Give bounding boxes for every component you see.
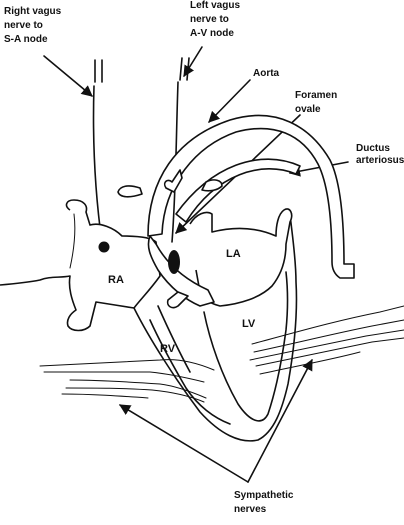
av-node <box>168 250 180 274</box>
sa-node <box>98 241 110 253</box>
right-atrium-outline <box>0 199 161 332</box>
left-vagus-nerve-top <box>179 57 190 81</box>
left-ventricle-wall <box>203 271 289 422</box>
ventricles-outline <box>133 213 298 442</box>
great-vessels <box>117 114 355 309</box>
heart <box>0 199 298 442</box>
label-aorta: Aorta <box>253 68 280 79</box>
vagus-nerves <box>92 57 190 244</box>
chamber-lv: LV <box>242 318 256 330</box>
right-vagus-nerve-top <box>94 59 103 83</box>
arrow-sympathetic-left <box>119 404 249 483</box>
sympathetic-fibers-right <box>249 305 404 375</box>
branch-left-stub <box>117 185 143 198</box>
arrow-aorta <box>208 79 251 123</box>
arrow-sympathetic-right <box>247 359 313 483</box>
ivc-stub <box>166 291 189 309</box>
chamber-ra: RA <box>108 274 124 286</box>
brachiocephalic-branch <box>163 169 183 193</box>
aortic-arch <box>147 114 355 279</box>
chamber-la: LA <box>226 248 241 260</box>
right-vagus-nerve <box>92 85 103 244</box>
sympathetic-fibers-left <box>39 359 215 403</box>
arrow-left-vagus <box>183 46 203 77</box>
arrow-right-vagus <box>43 55 93 97</box>
chamber-rv: RV <box>160 343 176 355</box>
branch-right-stub <box>201 179 223 192</box>
left-atrium-outline <box>189 208 293 307</box>
svg-text:Aorta: Aorta <box>253 68 280 79</box>
